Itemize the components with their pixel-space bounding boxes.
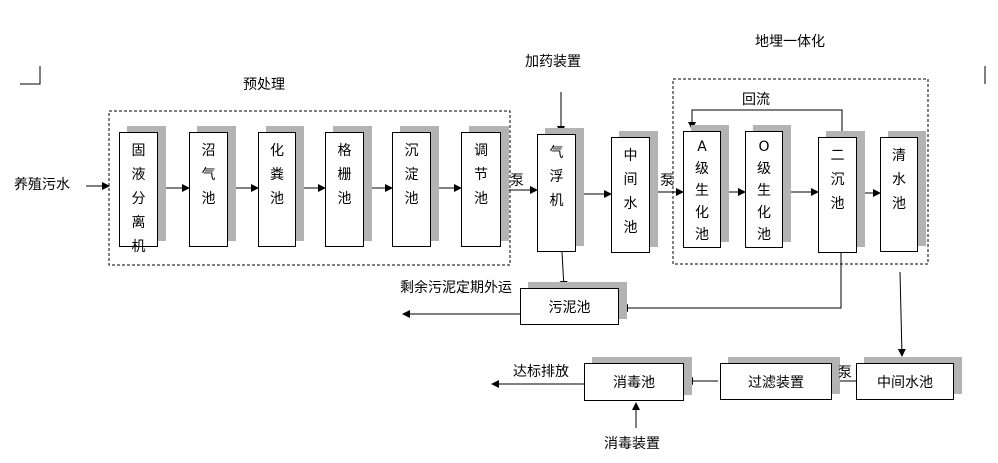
- middle-pool-2-box: 中间水池: [856, 363, 954, 400]
- flotation-box: 气 浮 机: [537, 134, 576, 252]
- middle-pool-label: 中 间 水 池: [623, 148, 638, 236]
- integrated-title: 地埋一体化: [755, 34, 825, 50]
- a-bio-pool-box: A 级 生 化 池: [683, 131, 721, 248]
- pump-label-1: 泵: [510, 173, 524, 189]
- sludge-pool-label: 污泥池: [548, 299, 591, 316]
- discharge-label: 达标排放: [513, 364, 569, 380]
- sludge-pool-box: 污泥池: [520, 288, 619, 325]
- middle-pool-2-label: 中间水池: [877, 374, 933, 391]
- pump-label-2: 泵: [660, 173, 674, 189]
- settling-pool-box: 沉 淀 池: [392, 132, 431, 247]
- sludge-out-label: 剩余污泥定期外运: [400, 280, 512, 296]
- disinfect-pool-box: 消毒池: [584, 363, 684, 401]
- dosing-label: 加药装置: [525, 54, 581, 70]
- grille-pool-label: 格 栅 池: [337, 143, 352, 207]
- secondary-sed-box: 二 沉 池: [818, 137, 857, 253]
- regulating-pool-label: 调 节 池: [474, 143, 488, 207]
- inlet-label: 养殖污水: [14, 177, 70, 193]
- clear-water-box: 清 水 池: [880, 137, 918, 252]
- secondary-sed-label: 二 沉 池: [830, 148, 845, 212]
- manure-pool-label: 化 粪 池: [270, 143, 284, 207]
- disinfect-pool-label: 消毒池: [613, 375, 655, 391]
- filter-box: 过滤装置: [720, 363, 832, 400]
- regulating-pool-box: 调 节 池: [461, 132, 501, 247]
- reflux-label: 回流: [742, 92, 770, 108]
- o-bio-pool-label: O 级 生 化 池: [757, 139, 771, 243]
- middle-pool-box: 中 间 水 池: [611, 137, 650, 253]
- manure-pool-box: 化 粪 池: [258, 132, 296, 247]
- integrated-frame: [672, 78, 929, 265]
- pump-label-3: 泵: [838, 365, 852, 381]
- clear-water-label: 清 水 池: [892, 148, 906, 212]
- separator-box: 固 液 分 离 机: [119, 132, 158, 255]
- biogas-pool-box: 沼 气 池: [189, 132, 228, 247]
- grille-pool-box: 格 栅 池: [325, 132, 364, 247]
- biogas-pool-label: 沼 气 池: [201, 143, 216, 207]
- o-bio-pool-box: O 级 生 化 池: [745, 131, 783, 248]
- settling-pool-label: 沉 淀 池: [404, 143, 419, 207]
- disinfect-device-label: 消毒装置: [604, 436, 660, 452]
- a-bio-pool-label: A 级 生 化 池: [695, 139, 709, 243]
- flotation-label: 气 浮 机: [549, 145, 564, 209]
- filter-label: 过滤装置: [748, 374, 804, 391]
- separator-label: 固 液 分 离 机: [131, 143, 146, 255]
- pretreatment-title: 预处理: [243, 77, 285, 93]
